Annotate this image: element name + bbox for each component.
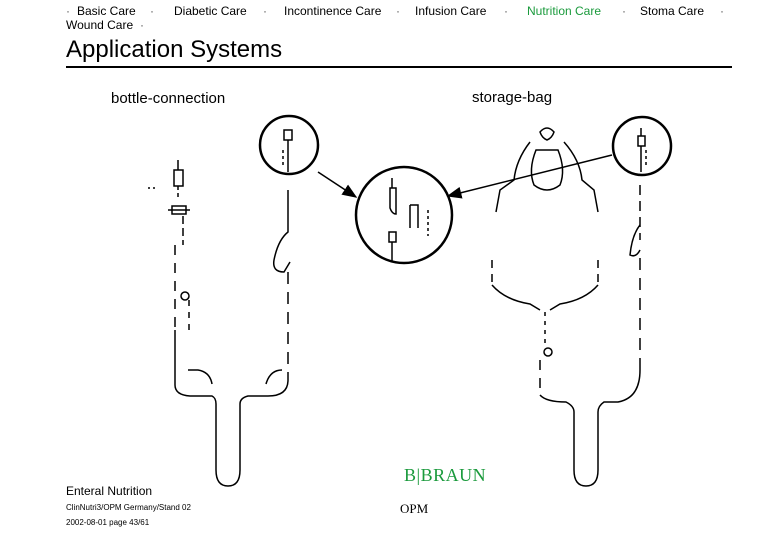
- nav-separator: ·: [504, 4, 508, 18]
- footer-source: ClinNutri3/OPM Germany/Stand 02: [66, 503, 191, 512]
- arrow-left-to-detail: [317, 171, 358, 198]
- detail-circle-center: [354, 165, 454, 265]
- nav-link-wound-care[interactable]: Wound Care: [66, 18, 134, 32]
- nav-separator: ·: [263, 4, 267, 18]
- nav-link-incontinence-care[interactable]: Incontinence Care: [284, 4, 382, 18]
- page-title: Application Systems: [66, 36, 283, 63]
- brand-subtext: OPM: [400, 501, 429, 516]
- nav-link-diabetic-care[interactable]: Diabetic Care: [174, 4, 247, 18]
- storage-bag-drawing: [491, 127, 641, 487]
- storage-bag-label: storage-bag: [472, 89, 553, 106]
- arrow-right-to-detail: [446, 154, 613, 199]
- bottle-connection-label: bottle-connection: [111, 90, 226, 107]
- detail-circle-right: [611, 115, 673, 177]
- nav-separator: ·: [396, 4, 400, 18]
- brand-logo: B|BRAUN: [404, 465, 487, 485]
- nav-separator: ·: [622, 4, 626, 18]
- nav-link-basic-care[interactable]: Basic Care: [77, 4, 136, 18]
- nav-separator: ·: [720, 4, 724, 18]
- nav-link-infusion-care[interactable]: Infusion Care: [415, 4, 487, 18]
- footer-section-label: Enteral Nutrition: [66, 484, 153, 498]
- nav-separator: ·: [66, 4, 70, 18]
- nav-link-nutrition-care[interactable]: Nutrition Care: [527, 4, 602, 18]
- top-navigation: · Basic Care · Diabetic Care · Incontine…: [66, 4, 766, 32]
- footer-date-page: 2002-08-01 page 43/61: [66, 518, 150, 527]
- bottle-connection-drawing: [148, 160, 291, 487]
- nav-separator: ·: [140, 18, 144, 32]
- nav-separator: ·: [150, 4, 154, 18]
- nav-link-stoma-care[interactable]: Stoma Care: [640, 4, 705, 18]
- title-divider: [66, 66, 732, 68]
- detail-circle-left: [258, 114, 320, 176]
